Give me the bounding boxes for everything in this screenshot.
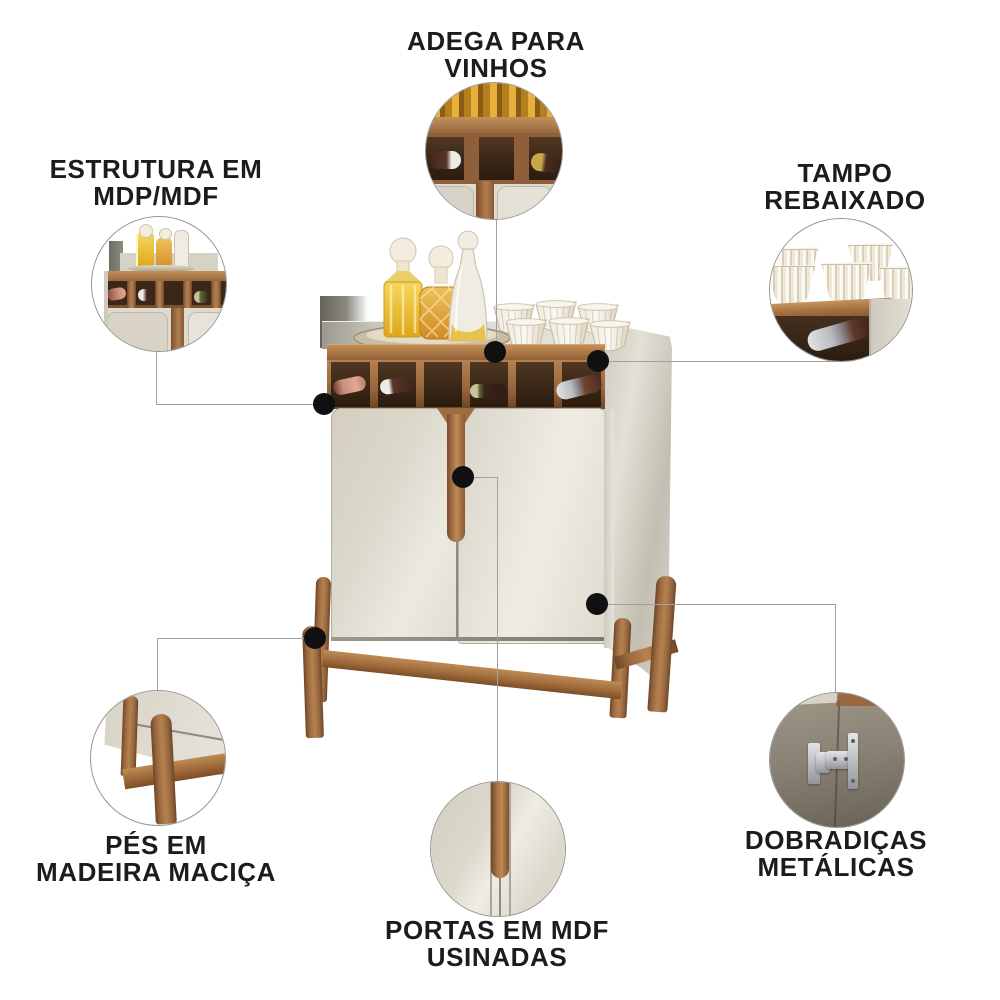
marker-dobradicas bbox=[586, 593, 608, 615]
mini-door-right bbox=[188, 312, 226, 351]
label-pes: PÉS EM MADEIRA MACIÇA bbox=[0, 832, 316, 886]
mini-decanter-2 bbox=[156, 238, 173, 271]
label-dobradicas-line1: DOBRADIÇAS bbox=[744, 825, 928, 855]
connector-dobradicas-h bbox=[597, 604, 835, 605]
marker-adega bbox=[484, 341, 506, 363]
marker-portas bbox=[452, 466, 474, 488]
connector-estrutura-h bbox=[156, 404, 324, 405]
top-wood-sliver-zoom bbox=[835, 693, 882, 707]
wine-cubby-3 bbox=[424, 362, 462, 407]
portas-detail-circle bbox=[430, 781, 566, 917]
label-portas: PORTAS EM MDF USINADAS bbox=[337, 917, 657, 971]
dobradicas-detail-circle bbox=[769, 692, 905, 828]
mini-left-edge bbox=[104, 270, 109, 351]
mini-divider-2 bbox=[154, 281, 165, 309]
mini-pull-groove bbox=[171, 308, 185, 351]
door-gap-line bbox=[456, 540, 458, 640]
label-estrutura-line1: ESTRUTURA EM bbox=[49, 154, 263, 184]
connector-pes-h bbox=[157, 638, 315, 639]
cabinet-right-door bbox=[458, 408, 608, 644]
mini-divider-3 bbox=[183, 281, 193, 309]
marker-estrutura bbox=[313, 393, 335, 415]
label-dobradicas: DOBRADIÇAS METÁLICAS bbox=[676, 827, 996, 881]
groove-tail-line-zoom bbox=[498, 878, 501, 916]
label-adega: ADEGA PARA VINHOS bbox=[336, 28, 656, 82]
connector-portas-v bbox=[497, 477, 498, 781]
mini-decanter-2-stopper bbox=[159, 227, 172, 241]
label-pes-line1: PÉS EM bbox=[105, 830, 207, 860]
connector-adega bbox=[496, 218, 497, 352]
groove-wood-zoom bbox=[491, 782, 509, 879]
side-panel-zoom bbox=[869, 298, 912, 361]
hinge-screw-3 bbox=[832, 756, 837, 761]
hinge-screw-4 bbox=[843, 756, 848, 761]
mini-bottle-green bbox=[193, 290, 210, 303]
door-gap-left-zoom bbox=[489, 782, 492, 916]
tampo-detail-circle bbox=[769, 218, 913, 362]
mini-divider-1 bbox=[126, 281, 137, 309]
front-stretcher-rail bbox=[322, 650, 623, 700]
cabinet-bottom-edge bbox=[331, 637, 607, 641]
adega-detail-circle bbox=[425, 82, 563, 220]
cabinet-left-door bbox=[331, 408, 458, 640]
label-estrutura: ESTRUTURA EM MDP/MDF bbox=[0, 156, 316, 210]
connector-dobradicas-v bbox=[835, 604, 836, 692]
barware-illustration bbox=[353, 230, 631, 352]
mini-wood-top bbox=[104, 270, 226, 282]
connector-tampo bbox=[598, 361, 840, 362]
wood-top-band bbox=[426, 117, 562, 134]
hinge-screw-2 bbox=[851, 778, 856, 783]
mini-door-left bbox=[106, 312, 168, 351]
mini-tray bbox=[128, 265, 196, 272]
cabinet-corner-strip bbox=[604, 410, 614, 648]
label-adega-line1: ADEGA PARA bbox=[407, 26, 585, 56]
marker-tampo bbox=[587, 350, 609, 372]
rear-leg-zoom bbox=[120, 696, 138, 777]
cubby-cell-mid bbox=[479, 137, 515, 180]
mini-divider-4 bbox=[211, 281, 221, 309]
label-tampo-line2: REBAIXADO bbox=[764, 185, 926, 215]
connector-estrutura-v bbox=[156, 350, 157, 404]
connector-pes-v bbox=[157, 638, 158, 690]
mini-decanter-1-stopper bbox=[138, 223, 153, 238]
hinge-screw-1 bbox=[851, 738, 856, 743]
label-estrutura-line2: MDP/MDF bbox=[93, 181, 219, 211]
label-tampo: TAMPO REBAIXADO bbox=[685, 160, 1000, 214]
wine-cubby-5 bbox=[516, 362, 554, 407]
door-top-right-zoom bbox=[496, 186, 554, 219]
door-top-left-zoom bbox=[428, 186, 475, 219]
pes-detail-circle bbox=[90, 690, 226, 826]
amber-glass-band bbox=[426, 83, 562, 121]
label-portas-line1: PORTAS EM MDF bbox=[385, 915, 609, 945]
estrutura-detail-circle bbox=[91, 216, 227, 352]
pull-groove-zoom bbox=[476, 180, 494, 219]
mini-bottle-whitecap bbox=[137, 289, 154, 302]
connector-portas-h bbox=[463, 477, 497, 478]
label-dobradicas-line2: METÁLICAS bbox=[757, 852, 915, 882]
wine-bottle-greenlabel bbox=[470, 384, 506, 398]
label-pes-line2: MADEIRA MACIÇA bbox=[36, 857, 276, 887]
mini-decanter-1 bbox=[136, 233, 154, 268]
label-portas-line2: USINADAS bbox=[426, 942, 568, 972]
marker-pes bbox=[304, 627, 326, 649]
hinge-mount-plate bbox=[847, 733, 859, 790]
label-adega-line2: VINHOS bbox=[444, 53, 548, 83]
door-gap-right-zoom bbox=[508, 782, 511, 916]
bottle-whitecap-zoom bbox=[428, 151, 462, 169]
label-tampo-line1: TAMPO bbox=[797, 158, 893, 188]
cabinet-tabletop bbox=[327, 344, 605, 361]
